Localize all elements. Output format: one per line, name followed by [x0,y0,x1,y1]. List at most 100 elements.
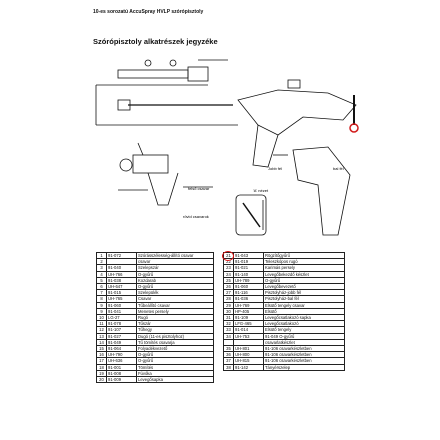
label-left-half: bal fél [333,166,344,171]
page-title: Szórópisztoly alkatrészek jegyzéke [93,37,218,46]
part-description: O-gyűrű [263,276,345,285]
part-description: Tűszár [136,320,214,328]
part-description: O-gyűrű [136,357,214,365]
gun-body-upper [237,89,357,136]
gun-body-lower [292,146,351,236]
part-description: Folyadékvezető [136,345,214,353]
label-right-half: Jobb fél [268,166,282,171]
part-description: csavarlatkészlet [263,338,345,347]
label-lower-screw: rövid csavarok [183,214,209,219]
part-description: 91-106 csavarkészletben [263,357,345,365]
valve-body [187,66,209,82]
part-description: Rugó [136,314,214,322]
part-description: Levegőcsatlakozó [263,320,345,328]
part-description: Pisztolyház-bal fél [263,295,345,303]
part-description: Menetes persely [136,307,214,316]
part-description: Levegőbekezdő készlet [263,270,345,278]
part-description: Tömítés [136,363,214,371]
part-description: 91-049 O-gyűrű [263,332,345,340]
part-description: 91-106 csavarkészletben [263,351,345,359]
part-description: Szórásszélesség-állító csavar [136,251,214,260]
label-upper-screw: felső csavar [188,186,210,191]
part-description: O-gyűrű [136,270,214,278]
part-description: Rögzítőgyűrű [263,251,345,260]
air-cap [119,158,133,172]
view-A-box [235,194,267,236]
part-description: Teleszkópos rugó [263,258,345,266]
highlight-circle-21 [349,123,359,133]
label-view-a: 'A' nézet [253,188,269,193]
part-description: Karimás persely [263,264,345,272]
part-description: Elsütő tengely csavar [263,301,345,309]
part-description: Elsütő [263,307,345,316]
part-description: Fúvóka [136,369,214,378]
part-description: O-gyűrű [136,282,214,291]
part-description: Csavar [136,295,214,303]
spray-gun-exploded-diagram: Jobb fél bal fél 'A' nézet felső csavar … [95,59,359,236]
part-circle-2 [169,59,177,67]
part-number-index: 20 [96,376,107,384]
upper-valve-stem [117,69,189,79]
top-fitting [287,79,301,89]
gun-handle [252,124,279,168]
part-code: 91-142 [233,363,264,371]
view-A-tool [242,202,261,228]
part-description: Tűbeállító csavar [136,301,214,309]
part-description: Levegőcsatlakozó sapka [263,314,345,322]
part-description: Elsütő tengely [263,326,345,334]
leader-4 [137,142,144,156]
fluid-fitting [132,154,169,174]
part-description: Szelepülék [136,289,214,297]
needle-cap [117,99,131,111]
part-description: Kozdarab [136,276,214,285]
part-description: Tűhegy [136,326,214,334]
highlight-21-marker [222,251,234,261]
part-description: 91-106 csavarkészletben [263,345,345,353]
part-code: 91-009 [106,376,137,384]
part-description: Dugó (11-es pisztolyhoz) [136,332,214,340]
part-number-index: 38 [223,363,234,371]
part-circle-1 [144,59,152,67]
part-description: Tányérszelep [263,363,345,371]
part-description: Tű tömítés csavarja [136,338,214,347]
part-description: Szelepszár [136,264,214,272]
